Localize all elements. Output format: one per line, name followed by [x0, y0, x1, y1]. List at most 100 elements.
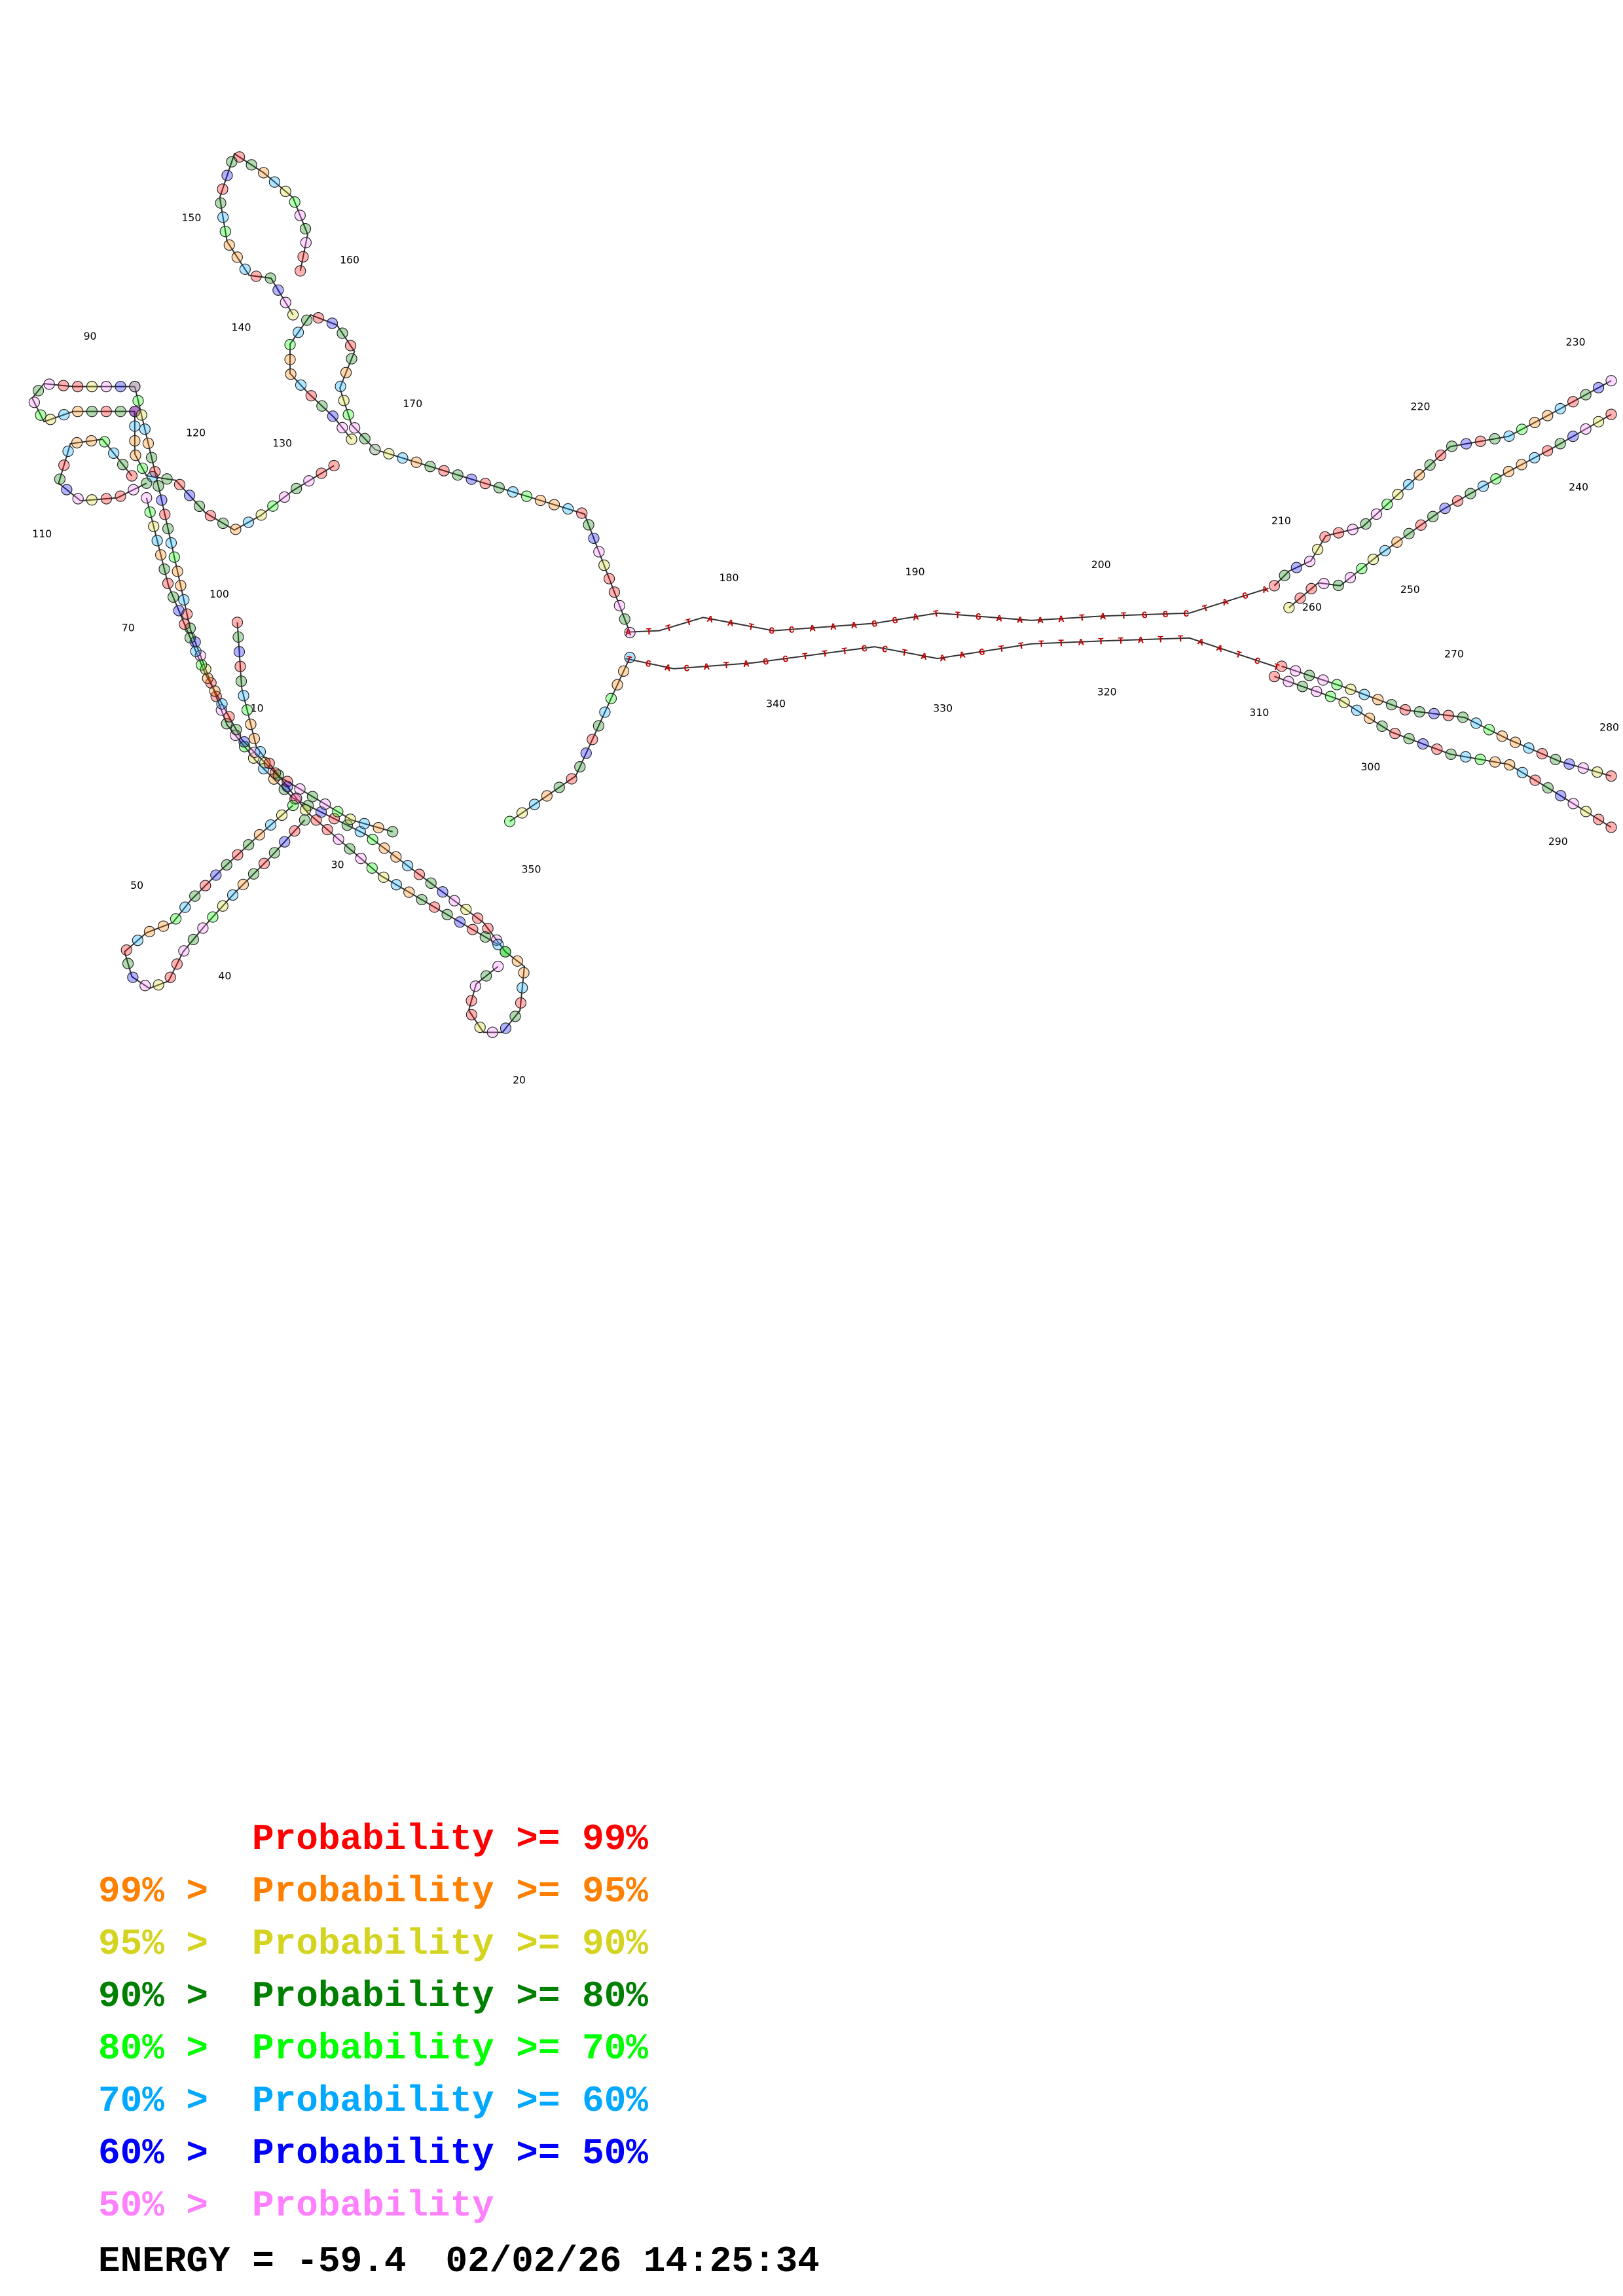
nucleotide	[145, 452, 158, 463]
nucleotide	[258, 857, 270, 869]
nucleotide	[528, 798, 541, 810]
nucleotide	[217, 211, 229, 223]
nucleotide	[1304, 556, 1316, 567]
position-label: 120	[186, 427, 206, 439]
nucleotide	[272, 284, 284, 296]
timestamp: 02/02/26 14:25:34	[445, 2240, 820, 2282]
nucleotide	[216, 698, 228, 710]
nucleotide	[1338, 696, 1350, 708]
nucleotide	[173, 605, 185, 617]
nucleotide	[587, 734, 598, 745]
nucleotide	[1391, 536, 1403, 548]
nucleotide	[341, 819, 353, 831]
nucleotide	[136, 409, 147, 421]
backbone-strand	[31, 383, 135, 423]
backbone-strand	[509, 657, 630, 822]
nucleotide	[129, 381, 141, 393]
nucleotide	[100, 381, 112, 393]
nucleotide	[1580, 806, 1592, 817]
nucleotide	[301, 314, 313, 326]
backbone-strand	[58, 439, 147, 502]
nucleotide	[173, 478, 186, 490]
nucleotide	[291, 793, 302, 804]
nucleotide	[295, 379, 307, 391]
nucleotide	[1483, 724, 1495, 736]
nucleotide	[267, 500, 279, 512]
nucleotide	[448, 895, 460, 906]
nucleotide	[624, 651, 636, 664]
nucleotide	[1367, 554, 1379, 565]
position-label: 290	[1548, 835, 1568, 848]
nucleotide	[259, 757, 271, 768]
nucleotide	[366, 862, 378, 874]
backbone-strand	[374, 448, 631, 633]
nucleotide	[189, 890, 201, 902]
nucleotide	[215, 197, 227, 209]
nucleotide	[232, 631, 244, 643]
nucleotide	[1554, 403, 1566, 415]
nucleotide	[1311, 685, 1322, 698]
nucleotide	[1542, 782, 1554, 794]
nucleotide	[217, 900, 228, 912]
nucleotide	[178, 945, 190, 957]
nucleotide	[1550, 753, 1561, 766]
nucleotide	[1474, 435, 1486, 447]
nucleotide	[287, 309, 299, 321]
nucleotide	[312, 312, 324, 324]
nucleotide	[1283, 601, 1295, 614]
nucleotide	[299, 814, 311, 826]
nucleotide	[193, 500, 206, 512]
top-strand-sequence: ATTTAATGCAAAGGATTGAAAATATGGCTAGA	[625, 584, 1270, 639]
nucleotide	[132, 395, 144, 406]
nucleotide	[54, 473, 66, 485]
position-label: 10	[251, 702, 264, 714]
position-label: 240	[1569, 480, 1588, 493]
nucleotide	[1442, 709, 1455, 721]
nucleotide	[300, 804, 312, 816]
central-stem-top-backbone	[625, 587, 1269, 633]
nucleotide	[171, 958, 183, 970]
nucleotide	[223, 711, 235, 723]
nucleotide	[1385, 699, 1398, 711]
nucleotide	[155, 549, 167, 561]
nucleotide	[200, 880, 211, 891]
nucleotide	[238, 736, 250, 748]
position-label: 100	[210, 588, 229, 600]
nucleotide	[158, 563, 170, 575]
legend-prefix: 95% >	[98, 1923, 230, 1965]
nucleotide	[358, 817, 371, 830]
nucleotide	[197, 922, 209, 934]
nucleotide	[1542, 410, 1554, 422]
nucleotide	[338, 395, 350, 406]
nucleotide	[1296, 681, 1309, 692]
nucleotide	[130, 450, 141, 461]
legend-text: Probability >= 99%	[252, 1818, 648, 1860]
nucleotide	[248, 732, 261, 745]
nucleotide	[599, 706, 611, 718]
backbone-strand	[134, 386, 506, 952]
nucleotide	[159, 509, 171, 520]
nucleotide	[576, 507, 588, 519]
central-stem-top-strand: ATTTAATGCAAAGGATTGAAAATATGGCTAGA	[625, 584, 1270, 639]
nucleotide	[1605, 770, 1617, 782]
backbone-strand	[1273, 380, 1612, 586]
nucleotide	[187, 933, 199, 946]
nucleotide	[333, 833, 344, 845]
nucleotide	[161, 473, 173, 485]
legend-prefix	[98, 1813, 252, 1865]
nucleotide	[227, 889, 239, 901]
position-label: 250	[1400, 583, 1420, 596]
nucleotide	[183, 490, 196, 501]
nucleotide	[269, 767, 282, 779]
position-label: 20	[513, 1074, 526, 1086]
legend-prefix: 99% >	[98, 1871, 230, 1912]
nucleotide	[500, 946, 511, 958]
nucleotide	[141, 477, 153, 489]
backbone-strand	[1288, 414, 1612, 609]
nucleotide	[117, 459, 129, 471]
nucleotide	[493, 482, 505, 493]
position-label: 330	[933, 702, 953, 714]
nucleotide	[344, 340, 357, 351]
nucleotide	[303, 475, 315, 487]
nucleotide	[58, 459, 70, 471]
